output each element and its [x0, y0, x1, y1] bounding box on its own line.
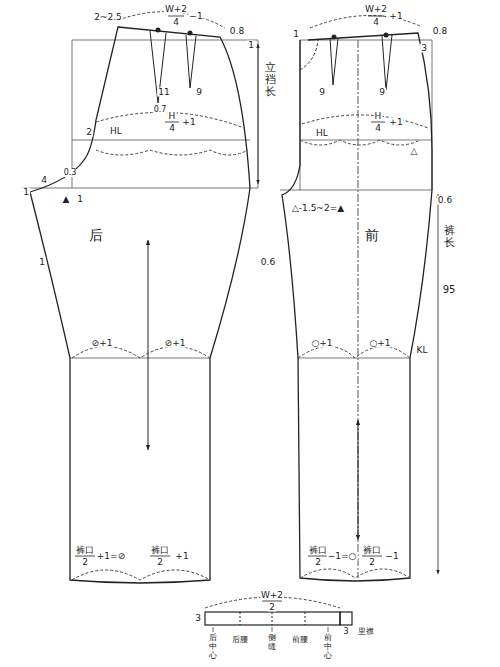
dimension-label: W+2 [364, 5, 388, 14]
dimension-label: 4 [374, 124, 382, 133]
dimension-label: ○+1 [368, 339, 391, 348]
dimension-label: +1 [388, 12, 403, 21]
dimension-label: −1 [384, 552, 399, 561]
dimension-label: 1 [76, 195, 84, 204]
dimension-label: 1 [22, 188, 30, 197]
dimension-label: 裤口 [150, 546, 170, 555]
dimension-label: +1 [388, 118, 403, 127]
dimension-label: 2 [314, 558, 322, 567]
dimension-label: +1=⊘ [96, 552, 126, 561]
dimension-label: 2 [368, 558, 376, 567]
dimension-label: 11 [157, 88, 170, 97]
dimension-label: +1 [174, 552, 189, 561]
vertical-label: 后中心 [208, 634, 218, 660]
vertical-label: 裤长 [443, 225, 456, 249]
dimension-label: 2 [85, 128, 93, 137]
dimension-label: △-1.5~2=▲ [291, 204, 345, 213]
dimension-label: 后 [88, 228, 104, 242]
dimension-label: 里襟 [357, 628, 375, 636]
dimension-label: ⊘+1 [91, 339, 114, 348]
dimension-label: 4 [372, 18, 380, 27]
dimension-label: HL [315, 129, 329, 138]
dimension-label: 1 [292, 30, 300, 39]
dimension-label: 3 [194, 614, 202, 623]
dimension-label: ○+1 [310, 339, 333, 348]
dimension-label: −1 [188, 12, 203, 21]
dimension-label: 2 [81, 558, 89, 567]
dimension-label: 0.7 [153, 106, 168, 114]
dimension-label: 0.6 [437, 196, 453, 205]
dimension-label: H [374, 112, 383, 121]
dimension-label: 后腰 [231, 636, 249, 644]
dimension-label: △ [410, 147, 419, 156]
dimension-label: 2 [268, 603, 276, 612]
dimension-label: 0.8 [229, 27, 245, 36]
dimension-label: 1 [38, 258, 46, 267]
dimension-label: W+2 [260, 591, 284, 600]
dimension-label: 前腰 [291, 636, 309, 644]
dimension-label: 裤口 [75, 546, 95, 555]
dimension-label: 3 [420, 44, 428, 53]
dimension-label: ⊘+1 [164, 339, 187, 348]
dimension-label: 前 [364, 228, 380, 242]
dimension-label: HL [109, 127, 123, 136]
dimension-label: 9 [378, 88, 386, 97]
dimension-label: H [168, 112, 177, 121]
dimension-label: 0.8 [432, 27, 448, 36]
dimension-label: 9 [195, 88, 203, 97]
dimension-label: 9 [318, 88, 326, 97]
dimension-label: 95 [442, 285, 457, 295]
dimension-label: 1 [247, 41, 255, 50]
dimension-label: +1 [181, 118, 196, 127]
dimension-label: 裤口 [362, 546, 382, 555]
dimension-label: W+2 [164, 5, 188, 14]
dimension-label: 4 [172, 18, 180, 27]
dimension-label: 0.3 [63, 169, 78, 177]
dimension-label: 2~2.5 [93, 13, 123, 22]
dimension-label: 4 [40, 176, 48, 185]
dimension-label: 4 [168, 124, 176, 133]
dimension-label: KL [416, 346, 429, 355]
vertical-label: 前中心 [323, 634, 333, 660]
dimension-label: 2 [156, 558, 164, 567]
dimension-label: −1=○ [327, 552, 358, 561]
dimension-label: ▲ [62, 195, 71, 204]
vertical-label: 侧缝 [267, 634, 277, 652]
dimension-label: 0.6 [260, 258, 276, 267]
dimension-label: 3 [342, 628, 349, 636]
vertical-label: 立裆长 [264, 62, 277, 98]
dimension-label: 裤口 [308, 546, 328, 555]
